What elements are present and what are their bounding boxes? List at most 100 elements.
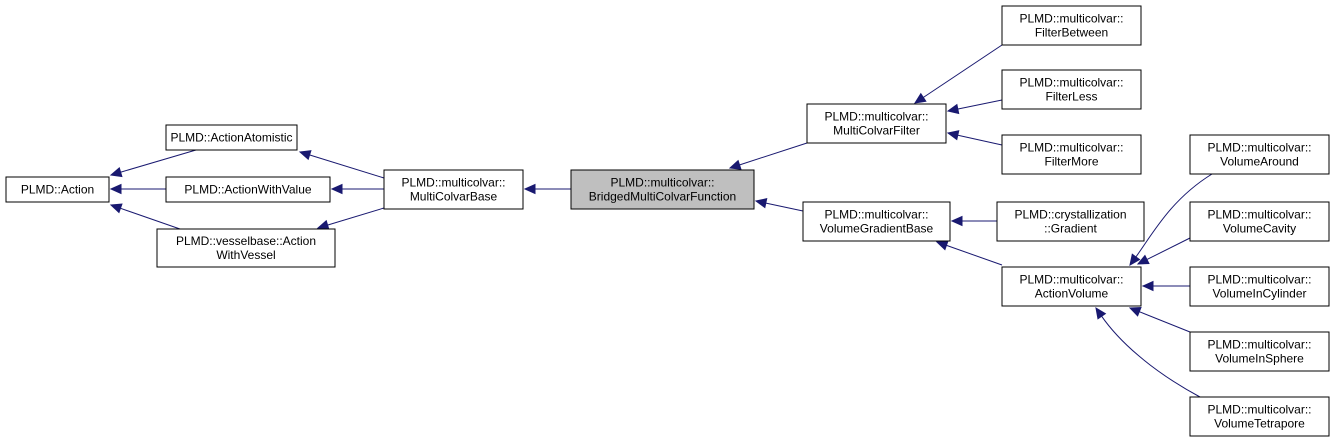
edge-filter-less-to-multicolvar-filter-arrowhead xyxy=(946,103,960,115)
edge-multicolvar-base-to-action-with-vessel xyxy=(316,207,385,231)
edge-volume-around-to-action-volume-line xyxy=(1134,173,1213,259)
node-action-with-vessel-box xyxy=(156,228,336,268)
node-filter-between-box xyxy=(1001,5,1142,46)
node-filter-between[interactable]: PLMD::multicolvar::FilterBetween xyxy=(1001,5,1142,46)
node-volume-gradient-base-box xyxy=(802,201,951,242)
node-action-volume[interactable]: PLMD::multicolvar::ActionVolume xyxy=(1001,266,1142,307)
node-multicolvar-filter-label-line: PLMD::multicolvar:: xyxy=(824,110,928,124)
node-action[interactable]: PLMD::Action xyxy=(5,176,110,203)
node-action-atomistic-box xyxy=(165,124,298,151)
node-volume-in-cylinder-box xyxy=(1189,266,1330,307)
edge-volume-in-sphere-to-action-volume xyxy=(1128,307,1191,333)
edge-action-with-value-to-action xyxy=(109,183,166,195)
node-action-label-line: PLMD::Action xyxy=(21,183,94,197)
edge-action-with-vessel-to-action-line xyxy=(119,207,181,230)
edge-action-with-vessel-to-action xyxy=(109,203,181,230)
node-filter-more[interactable]: PLMD::multicolvar::FilterMore xyxy=(1001,134,1142,175)
edge-crystallization-gradient-to-volume-gradient-base xyxy=(950,215,997,227)
edge-action-volume-to-volume-gradient-base xyxy=(935,240,1003,266)
node-action-atomistic[interactable]: PLMD::ActionAtomistic xyxy=(165,124,298,151)
node-action-with-vessel-label-line: WithVessel xyxy=(216,248,275,262)
edge-multicolvar-base-to-action-atomistic-arrowhead xyxy=(298,150,312,161)
node-bridged-multicolvar-function-label-line: PLMD::multicolvar:: xyxy=(610,176,714,190)
node-action-with-vessel-label-line: PLMD::vesselbase::Action xyxy=(176,234,316,248)
node-action-with-value[interactable]: PLMD::ActionWithValue xyxy=(165,176,331,203)
edge-filter-between-to-multicolvar-filter xyxy=(913,44,1003,104)
edge-filter-less-to-multicolvar-filter-line xyxy=(956,99,1003,110)
node-volume-in-cylinder-label-line: PLMD::multicolvar:: xyxy=(1207,273,1311,287)
node-volume-in-sphere-box xyxy=(1189,331,1330,372)
edge-filter-between-to-multicolvar-filter-arrowhead xyxy=(913,92,927,104)
node-volume-in-cylinder[interactable]: PLMD::multicolvar::VolumeInCylinder xyxy=(1189,266,1330,307)
edge-volume-around-to-action-volume xyxy=(1129,173,1213,266)
edge-bridged-multicolvar-function-to-multicolvar-base xyxy=(523,183,571,195)
node-action-volume-label-line: ActionVolume xyxy=(1035,287,1109,301)
node-filter-more-box xyxy=(1001,134,1142,175)
node-filter-between-label-line: PLMD::multicolvar:: xyxy=(1019,12,1123,26)
node-crystallization-gradient[interactable]: PLMD::crystallization::Gradient xyxy=(996,201,1145,242)
node-volume-cavity-label-line: PLMD::multicolvar:: xyxy=(1207,208,1311,222)
edge-volume-cavity-to-action-volume-arrowhead xyxy=(1136,254,1150,265)
edge-volume-around-to-action-volume-arrowhead xyxy=(1129,253,1141,266)
node-crystallization-gradient-label-line: ::Gradient xyxy=(1044,222,1097,236)
edge-multicolvar-base-to-action-with-value-arrowhead xyxy=(330,183,343,195)
edge-volume-gradient-base-to-bridged-multicolvar-function-line xyxy=(764,202,804,212)
edge-action-volume-to-volume-gradient-base-line xyxy=(945,244,1003,266)
edge-multicolvar-base-to-action-atomistic-line xyxy=(308,154,385,179)
node-volume-in-sphere-label-line: VolumeInSphere xyxy=(1215,352,1304,366)
node-action-volume-label-line: PLMD::multicolvar:: xyxy=(1019,273,1123,287)
edge-multicolvar-base-to-action-with-vessel-line xyxy=(326,207,385,226)
edge-multicolvar-base-to-action-with-vessel-arrowhead xyxy=(316,219,330,231)
node-filter-more-label-line: FilterMore xyxy=(1044,155,1098,169)
node-action-volume-box xyxy=(1001,266,1142,307)
nodes-layer: PLMD::Action PLMD::ActionAtomisticPLMD::A… xyxy=(5,5,1330,437)
edge-volume-in-sphere-to-action-volume-line xyxy=(1138,310,1191,333)
edge-volume-tetrapore-to-action-volume-line xyxy=(1100,315,1201,398)
edge-filter-more-to-multicolvar-filter-arrowhead xyxy=(946,130,960,141)
edge-action-volume-to-volume-gradient-base-arrowhead xyxy=(935,240,949,251)
node-volume-around[interactable]: PLMD::multicolvar::VolumeAround xyxy=(1189,134,1330,175)
node-bridged-multicolvar-function-label-line: BridgedMultiColvarFunction xyxy=(589,190,736,204)
edge-action-atomistic-to-action-line xyxy=(119,149,197,173)
edge-multicolvar-base-to-action-with-value xyxy=(330,183,384,195)
edge-filter-between-to-multicolvar-filter-line xyxy=(922,44,1003,99)
edge-volume-cavity-to-action-volume-line xyxy=(1145,237,1191,261)
node-volume-gradient-base-label-line: VolumeGradientBase xyxy=(820,222,934,236)
node-action-atomistic-label-line: PLMD::ActionAtomistic xyxy=(170,131,292,145)
edge-filter-less-to-multicolvar-filter xyxy=(946,99,1003,115)
edge-volume-gradient-base-to-bridged-multicolvar-function-arrowhead xyxy=(754,198,768,209)
node-volume-gradient-base[interactable]: PLMD::multicolvar::VolumeGradientBase xyxy=(802,201,951,242)
node-crystallization-gradient-box xyxy=(996,201,1145,242)
node-volume-tetrapore-label-line: PLMD::multicolvar:: xyxy=(1207,403,1311,417)
node-volume-tetrapore[interactable]: PLMD::multicolvar::VolumeTetrapore xyxy=(1189,396,1330,437)
node-multicolvar-filter-label-line: MultiColvarFilter xyxy=(833,124,920,138)
node-volume-in-sphere-label-line: PLMD::multicolvar:: xyxy=(1207,338,1311,352)
node-filter-less[interactable]: PLMD::multicolvar::FilterLess xyxy=(1001,69,1142,110)
node-filter-more-label-line: PLMD::multicolvar:: xyxy=(1019,141,1123,155)
edge-volume-cavity-to-action-volume xyxy=(1136,237,1191,265)
node-action-box xyxy=(5,176,110,203)
node-volume-cavity-box xyxy=(1189,201,1330,242)
node-volume-cavity-label-line: VolumeCavity xyxy=(1223,222,1296,236)
edge-action-with-value-to-action-arrowhead xyxy=(109,183,122,195)
node-volume-in-sphere[interactable]: PLMD::multicolvar::VolumeInSphere xyxy=(1189,331,1330,372)
node-volume-cavity[interactable]: PLMD::multicolvar::VolumeCavity xyxy=(1189,201,1330,242)
node-filter-less-label-line: PLMD::multicolvar:: xyxy=(1019,76,1123,90)
node-multicolvar-filter[interactable]: PLMD::multicolvar::MultiColvarFilter xyxy=(806,103,947,144)
node-volume-around-label-line: VolumeAround xyxy=(1220,155,1299,169)
node-multicolvar-filter-box xyxy=(806,103,947,144)
edge-bridged-multicolvar-function-to-multicolvar-base-arrowhead xyxy=(523,183,536,195)
node-bridged-multicolvar-function: PLMD::multicolvar::BridgedMultiColvarFun… xyxy=(570,169,755,210)
node-multicolvar-base[interactable]: PLMD::multicolvar::MultiColvarBase xyxy=(383,169,524,210)
edge-multicolvar-filter-to-bridged-multicolvar-function-line xyxy=(738,142,808,166)
edge-filter-more-to-multicolvar-filter xyxy=(946,130,1003,146)
edge-volume-tetrapore-to-action-volume xyxy=(1095,306,1201,398)
edges-layer xyxy=(109,44,1213,398)
node-filter-less-label-line: FilterLess xyxy=(1045,90,1097,104)
node-volume-gradient-base-label-line: PLMD::multicolvar:: xyxy=(824,208,928,222)
edge-action-with-vessel-to-action-arrowhead xyxy=(109,203,123,214)
node-filter-less-box xyxy=(1001,69,1142,110)
edge-volume-gradient-base-to-bridged-multicolvar-function xyxy=(754,198,804,212)
